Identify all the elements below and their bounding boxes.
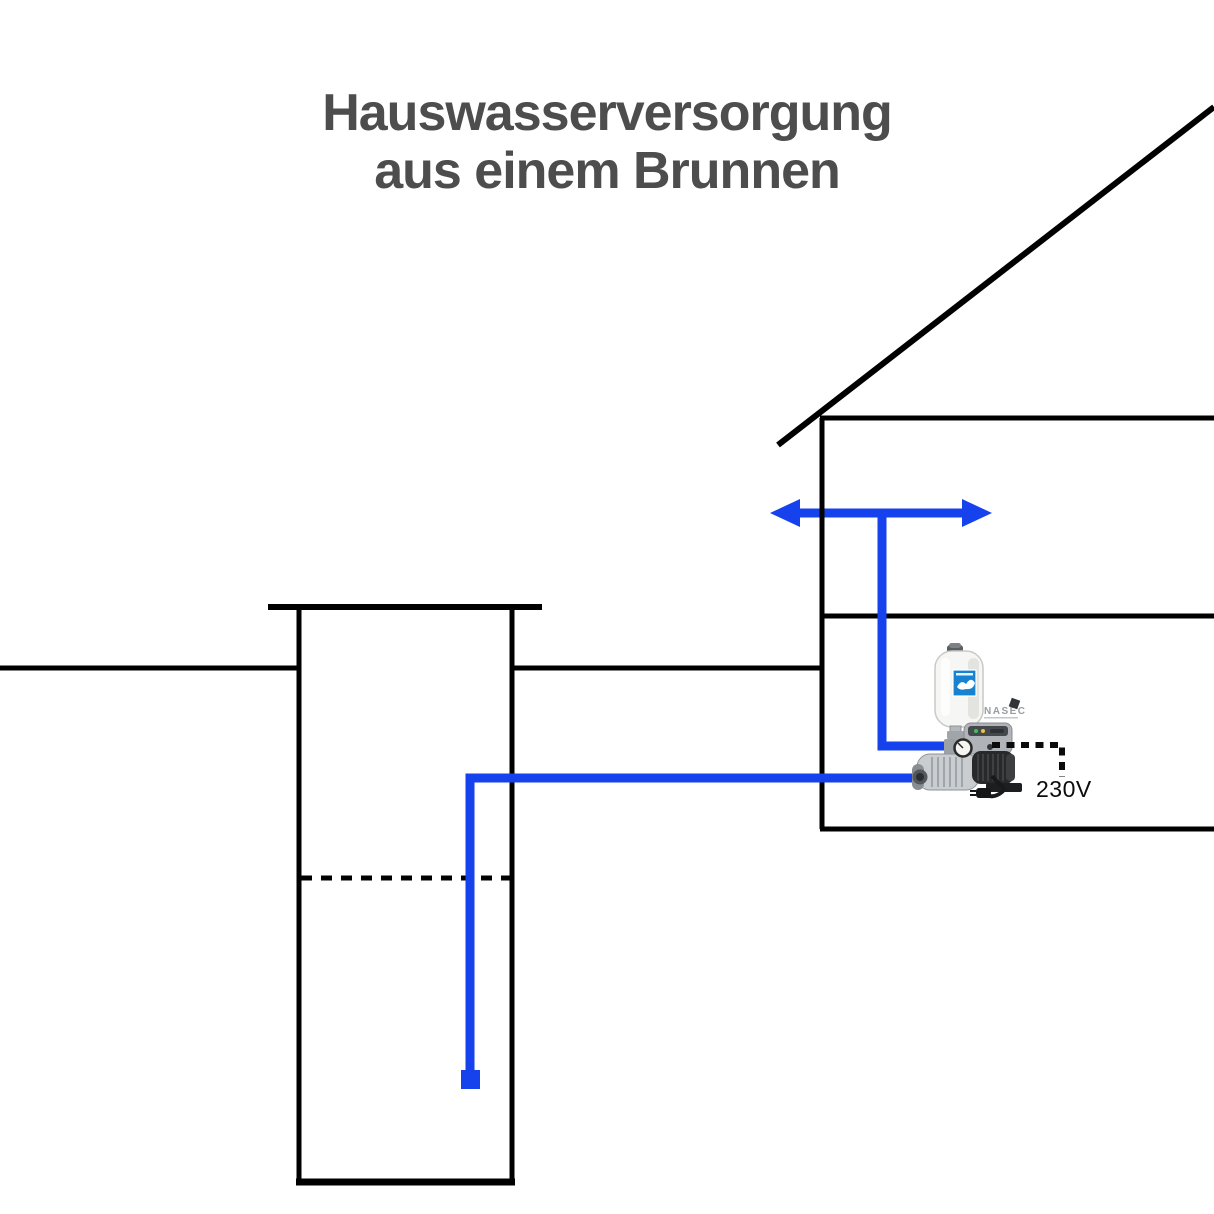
- tank-highlight: [941, 658, 950, 716]
- tank-label-bird-icon: [957, 679, 975, 690]
- suction-pipe: [465, 773, 932, 1071]
- tank-cap-top: [949, 643, 961, 648]
- structure-lines: [0, 104, 1214, 1186]
- power-plug-icon: [976, 788, 991, 798]
- controller-panel: [968, 726, 1008, 736]
- plug-prong-top: [970, 790, 976, 792]
- cable-port: [987, 744, 993, 750]
- foot-valve: [461, 1070, 480, 1089]
- motor-fins: [977, 754, 1004, 781]
- watermark-tagline-bar: [984, 717, 1018, 719]
- plug-prong-bottom: [970, 794, 976, 796]
- pump-unit: NASEC: [912, 643, 1027, 799]
- arrowhead-right-icon: [962, 499, 992, 527]
- roof-line: [776, 104, 1214, 448]
- title-line-2: aus einem Brunnen: [374, 142, 841, 200]
- pipes: [465, 515, 955, 1071]
- motor-end-cap: [1006, 754, 1015, 781]
- title-line-1: Hauswasserversorgung: [322, 84, 893, 142]
- controller-led-yellow: [981, 729, 985, 733]
- controller-display: [990, 729, 1004, 733]
- power-line-dashed: [992, 742, 1065, 777]
- pump-inlet-port: [916, 773, 924, 781]
- controller-led-green: [974, 729, 978, 733]
- pump-body: [916, 753, 980, 791]
- pump-body-ribs: [931, 757, 963, 787]
- watermark-text: NASEC: [984, 706, 1027, 717]
- watermark-logo-icon: [1008, 697, 1021, 710]
- pressure-pipe: [877, 515, 955, 751]
- page-title: Hauswasserversorgung aus einem Brunnen: [0, 84, 1214, 200]
- arrowhead-left-icon: [770, 499, 800, 527]
- gauge-needle: [957, 742, 964, 749]
- tank-label-title-bar: [956, 673, 973, 676]
- fitting-nut: [947, 731, 964, 739]
- voltage-label: 230V: [1036, 776, 1092, 802]
